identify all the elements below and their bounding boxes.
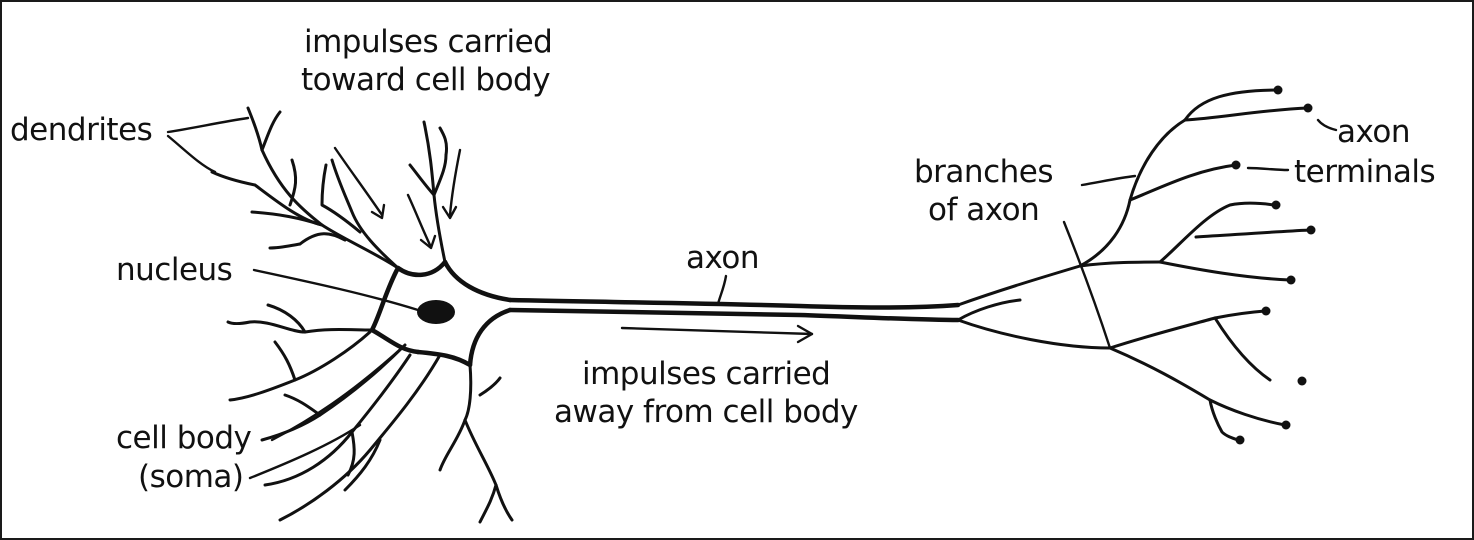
axon-shape [507,297,961,323]
dendrites-lower-left [226,303,442,522]
label-branches-line2: of axon [928,192,1039,228]
cell-body-shape [369,259,513,368]
impulse-arrow-away [620,324,814,344]
terminal-knob [1297,376,1307,386]
dendrites-upper-left [210,106,400,270]
label-terminals-line2: terminals [1294,154,1435,190]
axon-branches [956,88,1312,442]
label-impulses-away-line1: impulses carried [582,356,830,392]
leader-lines [166,116,1338,480]
label-nucleus: nucleus [116,252,232,288]
impulse-arrows-toward-body [333,146,462,250]
terminal-knob [1273,85,1283,95]
dendrites-upper-center [320,120,448,270]
labels: dendrites impulses carried toward cell b… [10,24,1436,495]
label-cell-body-line1: cell body [116,420,252,456]
label-impulses-toward-line1: impulses carried [304,24,552,60]
axon-terminal-knobs [1231,85,1316,445]
label-branches-line1: branches [914,154,1053,190]
label-dendrites: dendrites [10,112,152,148]
terminal-knob [1231,160,1241,170]
terminal-knob [1235,435,1245,445]
terminal-knob [1303,103,1313,113]
terminal-knob [1286,275,1296,285]
terminal-knob [1261,306,1271,316]
terminal-knob [1281,420,1291,430]
dendrites-lower-right [438,363,514,524]
label-cell-body-line2: (soma) [138,459,244,495]
terminal-knob [1306,225,1316,235]
label-axon: axon [686,240,759,276]
label-impulses-toward-line2: toward cell body [301,62,550,98]
terminal-knob [1271,200,1281,210]
label-impulses-away-line2: away from cell body [554,394,858,430]
label-terminals-line1: axon [1337,114,1410,150]
nucleus-shape [417,300,455,324]
